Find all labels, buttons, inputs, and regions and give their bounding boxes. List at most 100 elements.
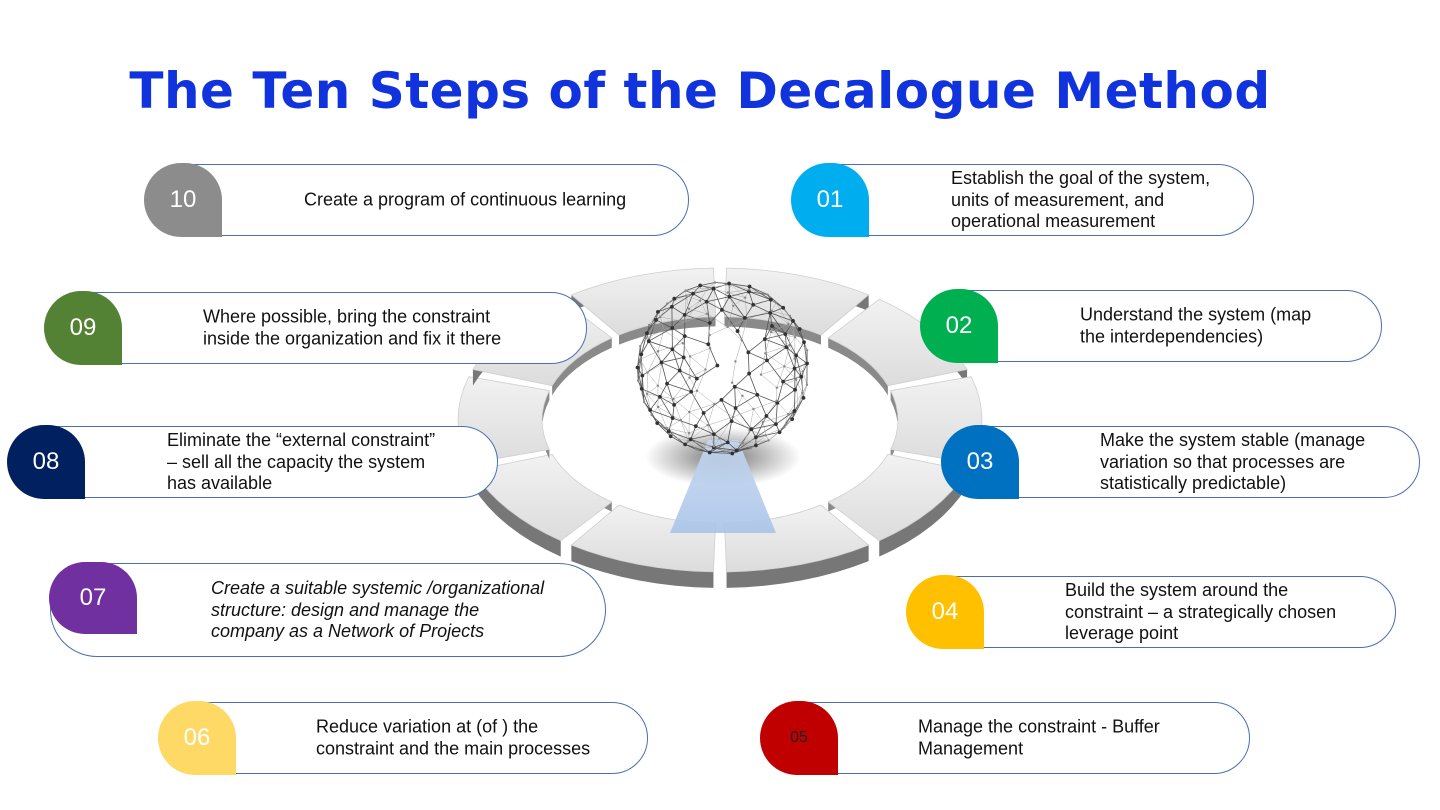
globe-node (801, 370, 805, 373)
globe-node (774, 301, 778, 304)
page-title: The Ten Steps of the Decalogue Method (129, 62, 1271, 120)
globe-node (764, 352, 767, 355)
globe-node (639, 345, 642, 348)
globe-node (665, 302, 669, 305)
globe-node (712, 445, 716, 448)
globe-node (797, 327, 802, 331)
globe-node (701, 411, 706, 415)
ring-segment-side (472, 470, 561, 557)
globe-node (677, 368, 682, 373)
globe-node (770, 309, 773, 313)
globe-node (754, 443, 758, 448)
globe-node (755, 392, 760, 397)
globe-node (770, 324, 774, 328)
step-01-badge: 01 (791, 163, 869, 237)
globe-node (767, 439, 770, 442)
globe-node (707, 321, 712, 325)
globe-node (635, 365, 640, 370)
globe-node (729, 419, 734, 424)
globe-node (708, 347, 712, 350)
globe-node (713, 281, 717, 284)
globe-node (679, 418, 682, 422)
globe-node (720, 307, 724, 312)
ring-segment (472, 453, 613, 542)
globe-node (647, 323, 651, 327)
globe-node (801, 391, 804, 394)
step-02-badge: 02 (920, 289, 998, 363)
globe-node (781, 379, 786, 384)
globe-node (698, 283, 703, 288)
globe-node (688, 355, 692, 358)
globe-node (670, 416, 675, 420)
globe-node (684, 289, 687, 292)
ring-segment (724, 267, 870, 336)
globe-node (725, 440, 730, 445)
globe-node (748, 288, 751, 291)
globe-node (707, 450, 712, 455)
globe-node (730, 451, 735, 456)
step-06-badge: 06 (158, 701, 236, 775)
step-10-badge: 10 (144, 163, 222, 237)
step-08: 08 Eliminate the “external constraint” –… (7, 425, 498, 499)
step-04-text: Build the system around the constraint –… (1065, 579, 1337, 643)
globe-node (665, 427, 669, 430)
globe-node (787, 322, 790, 326)
globe-node (683, 320, 687, 324)
globe-node (747, 371, 752, 376)
globe-node (650, 413, 653, 417)
step-06: 06 Reduce variation at (of ) the constra… (158, 701, 648, 775)
globe-node (788, 344, 791, 347)
globe-node (698, 299, 702, 302)
step-08-badge: 08 (7, 425, 85, 499)
globe-node (805, 383, 809, 386)
globe-node (672, 296, 677, 301)
step-07-text: Create a suitable systemic /organization… (211, 577, 545, 641)
globe-node (765, 358, 769, 363)
step-07-badge: 07 (49, 562, 137, 634)
globe-node (688, 376, 691, 379)
globe-node (695, 448, 698, 451)
globe-node (639, 352, 644, 357)
globe-node (694, 376, 699, 381)
globe-links (637, 282, 808, 454)
step-03-badge: 03 (941, 425, 1019, 499)
globe-node (659, 360, 664, 365)
globe-node (790, 417, 795, 421)
globe-node (705, 312, 709, 316)
step-10: 10 Create a program of continuous learni… (144, 163, 689, 237)
globe-node (704, 299, 709, 304)
globe-node (670, 326, 675, 330)
globe-node (732, 384, 737, 389)
globe-node (687, 440, 690, 443)
globe-node (775, 386, 779, 389)
globe-node (762, 337, 767, 342)
step-01: 01 Establish the goal of the system, uni… (791, 163, 1254, 237)
globe-node (687, 307, 691, 311)
ring-segment-side (879, 470, 968, 557)
globe-node (764, 414, 769, 418)
globe-node (787, 412, 790, 416)
globe-node (656, 405, 660, 409)
globe-node (805, 349, 809, 352)
globe-node (658, 394, 662, 399)
globe-node (669, 304, 674, 309)
globe-node (646, 371, 649, 374)
globe-node (783, 425, 786, 429)
step-09-badge: 09 (44, 291, 122, 365)
globe-node (743, 296, 747, 299)
globe-node (645, 331, 649, 335)
globe-node (751, 302, 756, 307)
step-04: 04 Build the system around the constrain… (906, 575, 1396, 649)
globe-node (646, 339, 651, 344)
globe-node (684, 294, 688, 297)
step-05: 05 Manage the constraint - Buffer Manage… (760, 701, 1250, 775)
globe-node (706, 286, 710, 289)
globe-node (731, 415, 735, 419)
globe-node (681, 342, 685, 345)
globe-node (777, 430, 782, 435)
globe-node (794, 378, 798, 381)
globe-node (706, 342, 711, 347)
globe-node (718, 437, 721, 440)
light-beam (670, 440, 776, 533)
step-02: 02 Understand the system (map the interd… (920, 289, 1382, 363)
